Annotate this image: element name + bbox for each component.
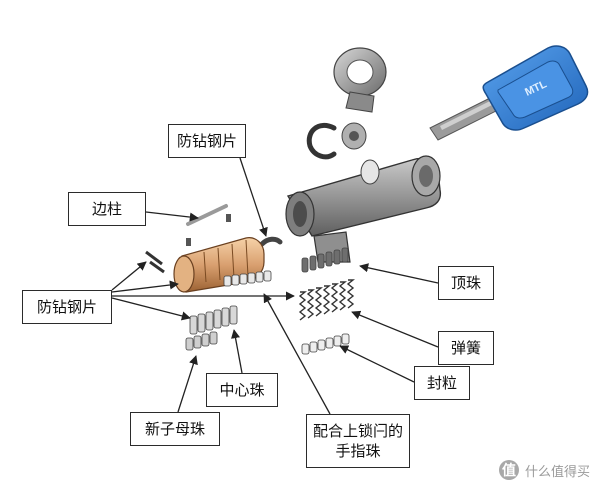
label-new-mother-pins: 新子母珠 [130,412,220,446]
spring [338,281,347,311]
pin-groups [185,247,355,355]
label-top-pins: 顶珠 [438,266,494,300]
label-finger-pins: 配合上锁闩的 手指珠 [306,414,410,468]
finger-pin [239,273,248,285]
c-clip-illustration [306,122,337,160]
left-anti-drill-pins-illustration [145,250,165,274]
mother-pin [209,331,218,345]
label-anti-drill-left: 防钻钢片 [22,290,112,324]
mother-pin [193,335,202,349]
spring [346,279,355,309]
finger-pin [263,270,272,282]
finger-pin [223,275,232,287]
lock-body-illustration [285,155,442,263]
leader-lines [111,157,439,415]
watermark: 值 什么值得买 [498,460,590,480]
label-seal: 封粒 [414,366,470,400]
label-side-bar: 边柱 [68,192,146,226]
anti-drill-plate-illustration [259,236,283,247]
top-pin [317,253,325,269]
center-pin [221,307,230,327]
top-pin [309,255,317,271]
mother-pin [201,333,210,347]
center-pin [205,311,214,331]
center-pin [189,315,198,335]
center-pin [213,309,222,329]
seal-pin [333,335,342,347]
seal-pin [325,337,334,349]
label-center-pins: 中心珠 [206,373,278,407]
finger-pin [247,272,256,284]
spring [330,283,339,313]
key-illustration: MTL [429,45,589,141]
center-pin [197,313,206,333]
nut-illustration [341,122,367,150]
side-bar-illustration [186,204,231,246]
mother-pin [185,337,194,351]
spring [322,285,331,315]
top-pin [341,247,349,263]
label-anti-drill-top: 防钻钢片 [168,124,246,158]
top-pin [301,257,309,273]
finger-pin [231,274,240,286]
watermark-text: 什么值得买 [524,464,590,480]
top-pin [333,249,341,265]
seal-pin [341,333,350,345]
label-finger-pins-line1: 配合上锁闩的 [312,422,403,440]
seal-pin [309,341,318,353]
center-pin [229,305,238,325]
top-pin [325,251,333,267]
label-springs: 弹簧 [438,331,494,365]
label-finger-pins-line2: 手指珠 [335,442,381,460]
finger-pin [255,271,264,283]
watermark-badge: 值 [498,460,519,480]
cam-ring-illustration [333,47,387,113]
seal-pin [301,343,310,355]
spring [314,287,323,317]
spring [298,291,307,321]
seal-pin [317,339,326,351]
spring [306,289,315,319]
